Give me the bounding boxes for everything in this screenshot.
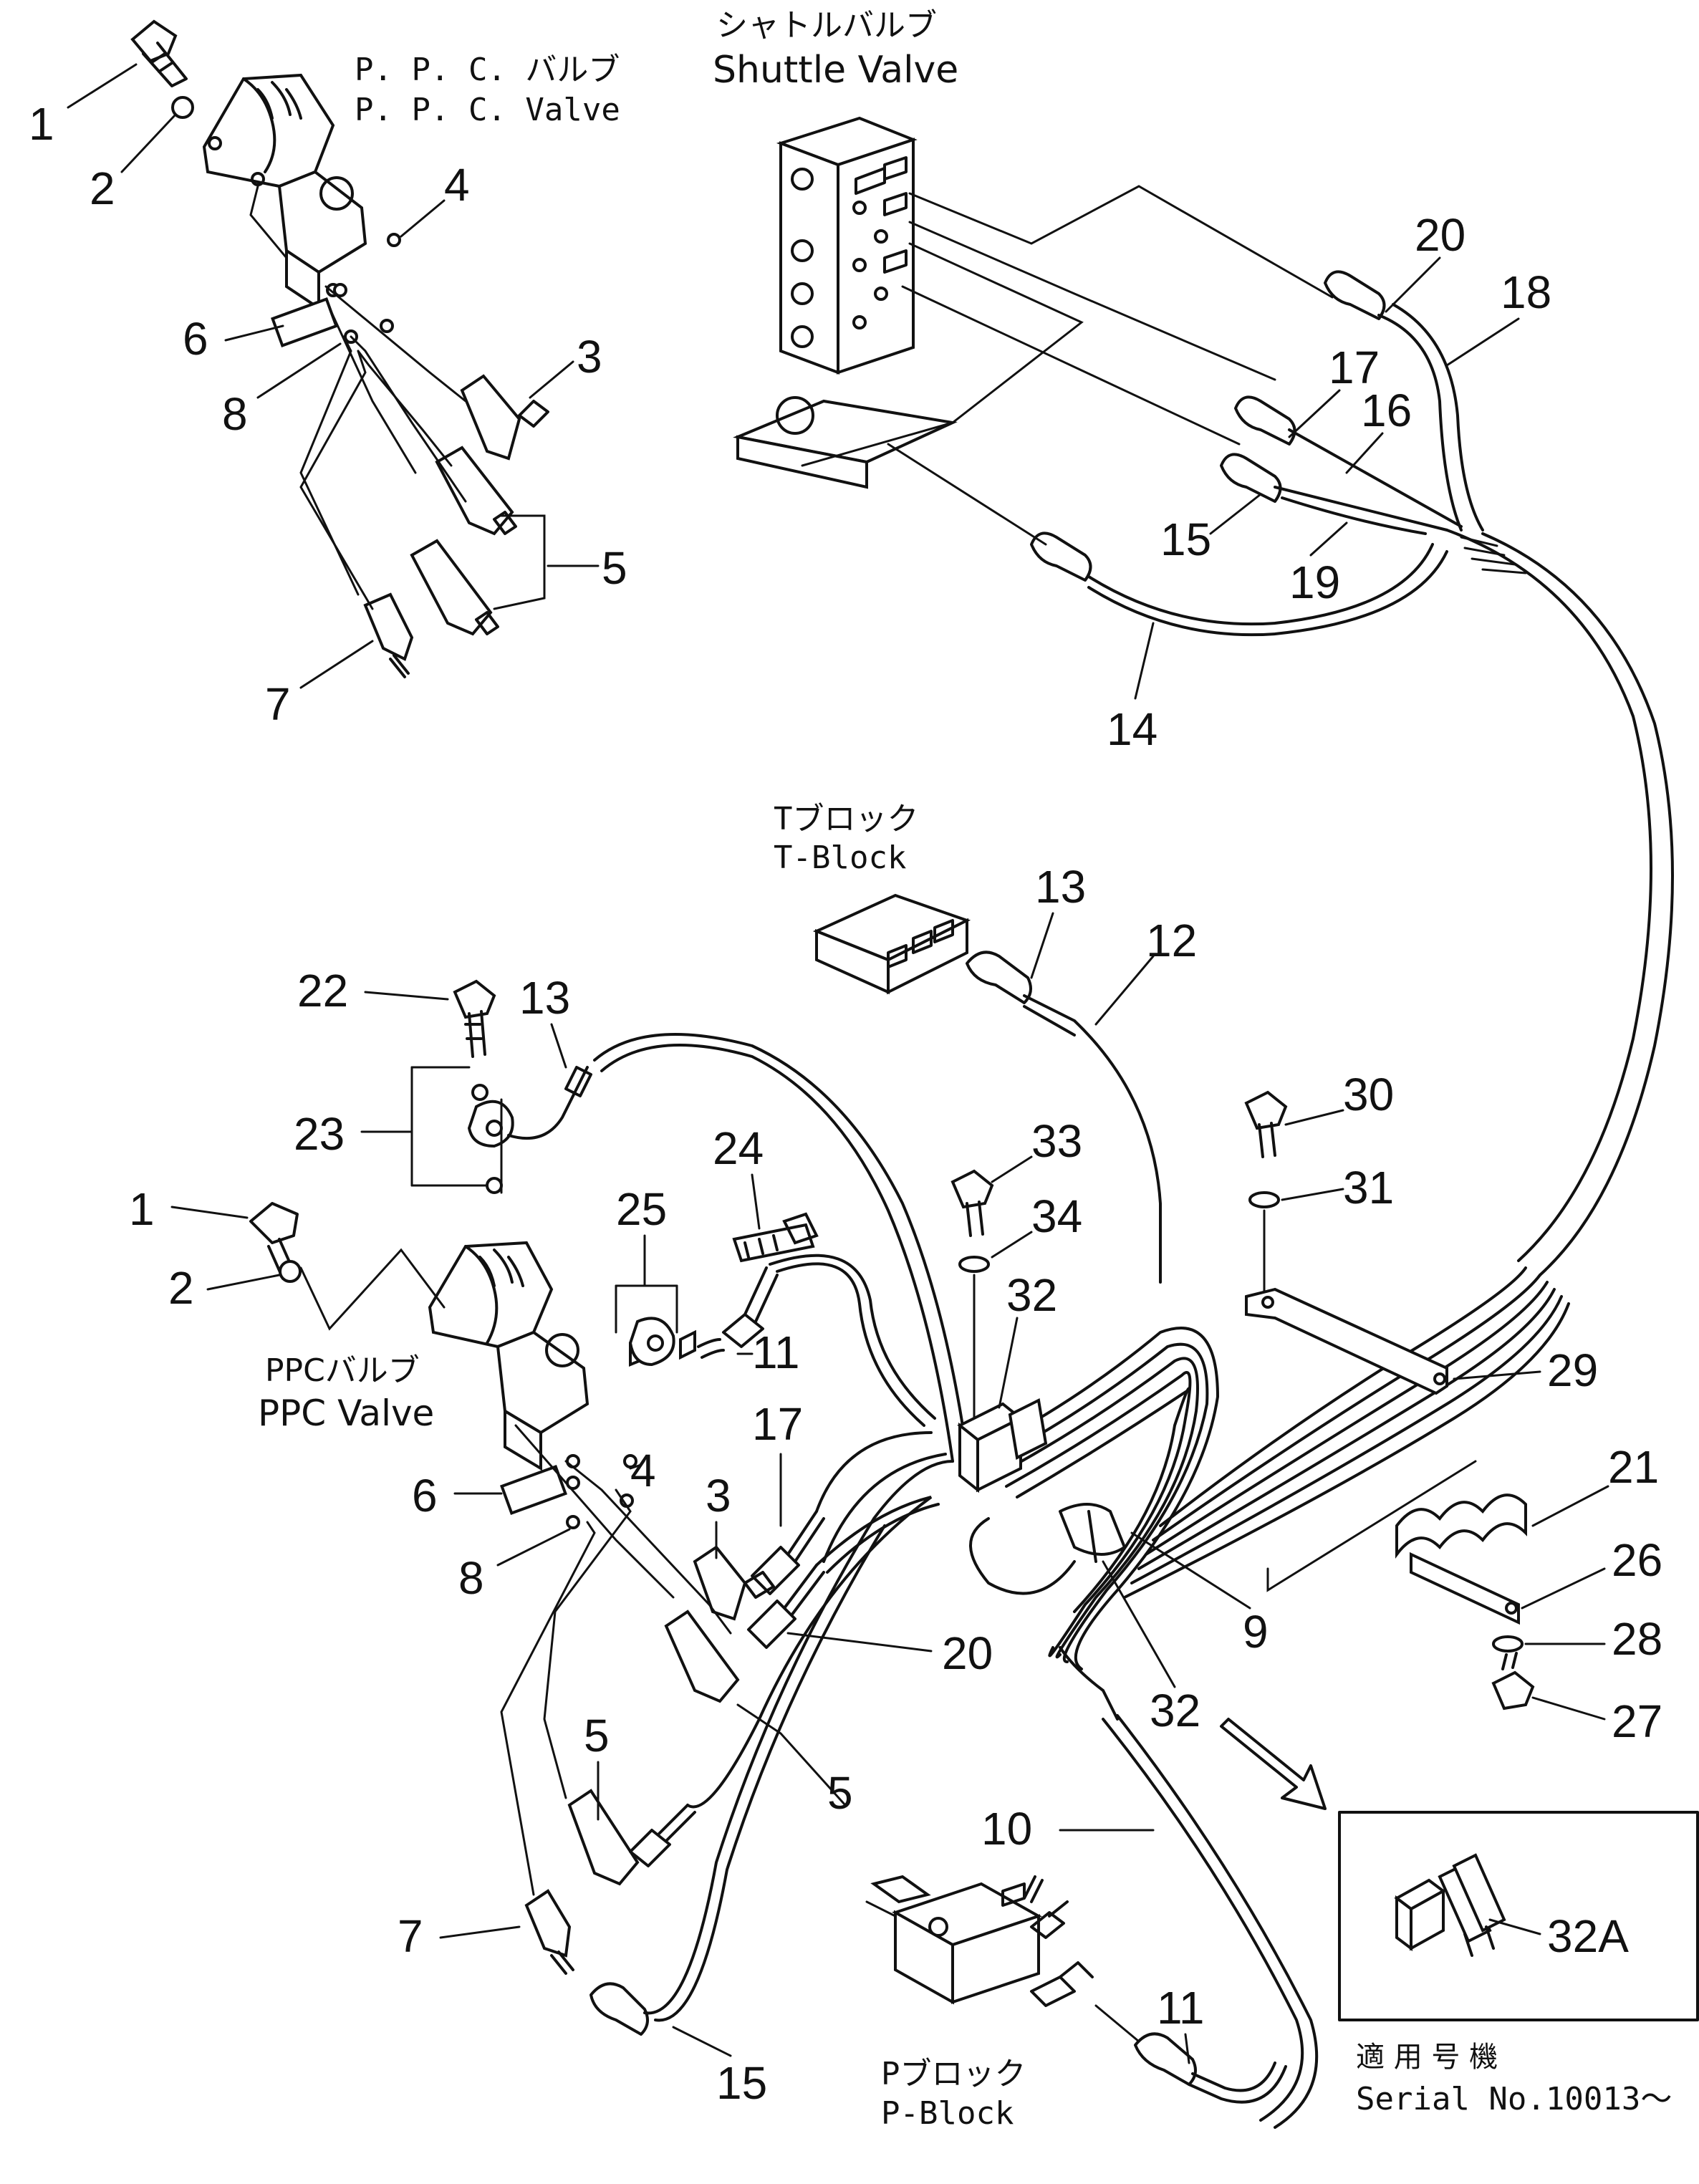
callout-25: 25 (616, 1183, 667, 1235)
callout-20-mid: 20 (942, 1627, 993, 1679)
shuttle-valve-body (733, 116, 958, 489)
callout-32-top: 32 (1006, 1269, 1057, 1321)
washer-34 (958, 1256, 990, 1273)
callout-10: 10 (981, 1803, 1032, 1855)
ppc-valve-mid-en-label: PPC Valve (258, 1392, 434, 1434)
callout-4-mid: 4 (630, 1445, 656, 1496)
callout-13-mid: 13 (519, 972, 570, 1024)
t-block-hose-fitting (966, 951, 1032, 1004)
callout-15-shuttle: 15 (1160, 514, 1211, 565)
callout-6-mid: 6 (412, 1470, 438, 1521)
callout-11-mid: 11 (752, 1327, 799, 1378)
callout-3-top: 3 (577, 331, 602, 383)
callout-18: 18 (1501, 266, 1551, 318)
callout-19: 19 (1289, 557, 1340, 608)
inset-clamp-32a (1394, 1853, 1506, 1957)
callout-8-mid: 8 (458, 1552, 484, 1604)
washer-28 (1492, 1635, 1524, 1653)
ppc-top-washer (171, 96, 194, 119)
t-block-en-label: T-Block (774, 840, 906, 876)
ppc-valve-mid-jp-label: PPCバルブ (265, 1352, 420, 1389)
shuttle-valve-jp-label: シャトルバルブ (716, 7, 937, 44)
callout-5-mid-left: 5 (584, 1710, 610, 1761)
callout-4-top: 4 (444, 159, 470, 211)
ppc-mid-washer (279, 1260, 302, 1283)
inset-arrow (1220, 1718, 1327, 1810)
callout-2-top: 2 (90, 163, 115, 214)
callout-28: 28 (1612, 1613, 1662, 1665)
callout-21: 21 (1608, 1441, 1659, 1493)
p-block-jp-label: Pブロック (881, 2056, 1026, 2092)
serial-note-en: Serial No.10013〜 (1356, 2081, 1672, 2117)
bracket-29 (1245, 1287, 1448, 1395)
callout-11-pblock: 11 (1157, 1982, 1204, 2034)
ppc-valve-top-jp-label: P. P. C. バルブ (355, 52, 620, 88)
callout-1-top: 1 (29, 98, 54, 150)
ppc-top-bolt (130, 19, 188, 87)
callout-9: 9 (1243, 1606, 1269, 1658)
callout-17-shuttle: 17 (1329, 342, 1380, 393)
p-block-en-label: P-Block (881, 2095, 1014, 2132)
callout-6-top: 6 (183, 313, 208, 365)
washer-31 (1248, 1191, 1280, 1208)
callout-15-mid: 15 (716, 2057, 767, 2109)
ppc-valve-top-body (202, 73, 367, 311)
t-block-body (812, 893, 971, 995)
callout-1-mid: 1 (129, 1183, 155, 1235)
callout-14: 14 (1107, 703, 1157, 755)
callout-3-mid: 3 (706, 1470, 731, 1521)
callout-29: 29 (1547, 1344, 1598, 1396)
callout-27: 27 (1612, 1695, 1662, 1747)
callout-32-bottom: 32 (1150, 1685, 1200, 1736)
callout-16: 16 (1361, 385, 1412, 436)
ppc-valve-mid-body (428, 1241, 589, 1471)
callout-7-top: 7 (265, 678, 291, 730)
ppc-valve-top-en-label: P. P. C. Valve (355, 92, 620, 128)
inset-callout-32a: 32A (1547, 1910, 1629, 1962)
callout-26: 26 (1612, 1534, 1662, 1586)
t-block-jp-label: Tブロック (774, 801, 919, 837)
bundle-clamp-32 (957, 1398, 1126, 1563)
callout-8-top: 8 (222, 388, 248, 440)
callout-24: 24 (713, 1122, 764, 1174)
callout-5-top: 5 (602, 542, 627, 594)
callout-23: 23 (294, 1108, 345, 1160)
callout-31: 31 (1343, 1162, 1394, 1213)
callout-12: 12 (1146, 915, 1197, 966)
shuttle-valve-en-label: Shuttle Valve (713, 49, 958, 92)
callout-34: 34 (1031, 1190, 1082, 1242)
callout-13-tblock: 13 (1035, 861, 1086, 913)
ppc-top-fittings (363, 374, 549, 678)
serial-note-jp: 適 用 号 機 (1356, 2041, 1498, 2074)
callout-2-mid: 2 (168, 1262, 194, 1314)
callout-7-mid: 7 (398, 1910, 423, 1962)
callout-30: 30 (1343, 1069, 1394, 1120)
callout-33: 33 (1031, 1115, 1082, 1167)
p-block-body (870, 1875, 1094, 2007)
callout-20-shuttle: 20 (1415, 209, 1465, 261)
callout-17-mid: 17 (752, 1398, 803, 1450)
callout-5-mid-right: 5 (827, 1767, 853, 1819)
hose-clamp-21 (1395, 1493, 1527, 1625)
inset-box (1338, 1811, 1699, 2021)
callout-22: 22 (297, 965, 348, 1016)
p-block-hose-fitting (1134, 2032, 1197, 2086)
